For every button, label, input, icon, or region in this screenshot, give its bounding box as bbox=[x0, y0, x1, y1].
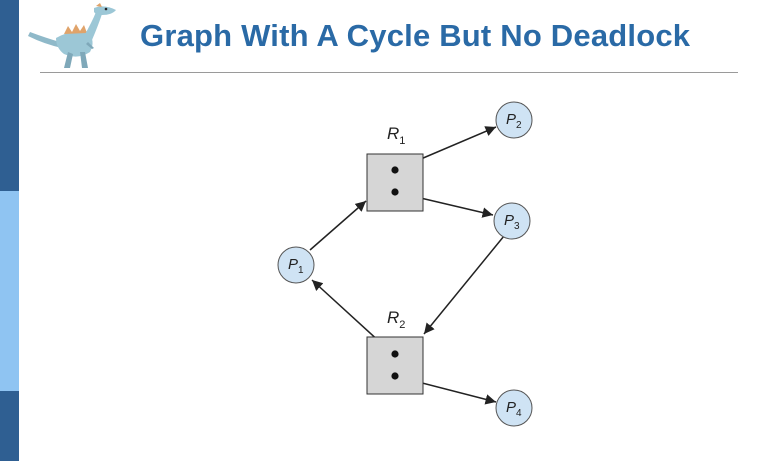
process-p3-letter: P bbox=[504, 212, 514, 229]
edge-p3-to-r2 bbox=[423, 235, 505, 335]
svg-text:R2: R2 bbox=[387, 308, 405, 331]
process-p4: P4 bbox=[495, 389, 533, 427]
resource-r1-instance bbox=[391, 188, 399, 196]
svg-text:P4: P4 bbox=[506, 399, 522, 419]
svg-text:R1: R1 bbox=[387, 124, 405, 147]
resource-r2: R2 bbox=[366, 308, 424, 395]
resource-r1-instance bbox=[391, 166, 399, 174]
process-p1-index: 1 bbox=[298, 265, 304, 276]
process-p3-circle bbox=[493, 202, 531, 240]
side-strip-top bbox=[0, 0, 19, 191]
resource-r2-letter: R bbox=[387, 308, 399, 327]
resource-r2-index: 2 bbox=[399, 319, 405, 331]
resource-r2-instance bbox=[391, 350, 399, 358]
process-p3: P3 bbox=[493, 202, 531, 240]
resource-r1-box bbox=[366, 153, 424, 212]
resource-r1-letter: R bbox=[387, 124, 399, 143]
process-p1-circle bbox=[277, 246, 315, 284]
title-divider bbox=[40, 72, 738, 73]
side-strip-middle bbox=[0, 191, 19, 391]
resource-r1: R1 bbox=[366, 124, 424, 212]
side-strip-bottom bbox=[0, 391, 19, 461]
process-p4-index: 4 bbox=[516, 408, 522, 419]
svg-text:P3: P3 bbox=[504, 212, 520, 232]
resource-r1-index: 1 bbox=[399, 135, 405, 147]
svg-text:P2: P2 bbox=[506, 111, 522, 131]
process-p2-letter: P bbox=[506, 111, 516, 128]
process-p1: P1 bbox=[277, 246, 315, 284]
resource-r2-instance bbox=[391, 372, 399, 380]
slide-title: Graph With A Cycle But No Deadlock bbox=[140, 18, 691, 53]
edge-p1-to-r1 bbox=[309, 200, 367, 251]
process-p4-circle bbox=[495, 389, 533, 427]
process-p4-letter: P bbox=[506, 399, 516, 416]
process-p3-index: 3 bbox=[514, 221, 520, 232]
process-p2-index: 2 bbox=[516, 120, 522, 131]
process-p2-circle bbox=[495, 101, 533, 139]
process-p2: P2 bbox=[495, 101, 533, 139]
svg-text:P1: P1 bbox=[288, 256, 304, 276]
dinosaur-logo-icon bbox=[28, 3, 116, 68]
process-p1-letter: P bbox=[288, 256, 298, 273]
resource-r2-box bbox=[366, 336, 424, 395]
